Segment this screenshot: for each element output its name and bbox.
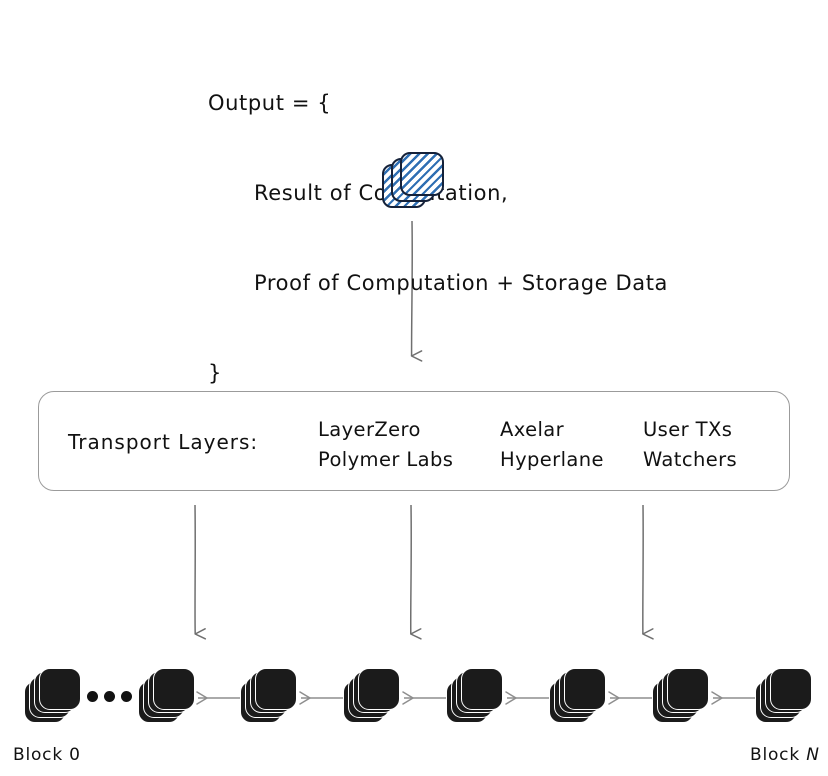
block-layer xyxy=(667,668,709,710)
block-stack-5 xyxy=(549,668,606,724)
ellipsis-dot xyxy=(121,691,132,702)
block-stack-7 xyxy=(755,668,812,724)
block-stack-3 xyxy=(343,668,400,724)
transport-column-3: User TXs Watchers xyxy=(643,415,737,475)
block-layer xyxy=(153,668,195,710)
ellipsis-dot xyxy=(104,691,115,702)
transport-item-user-txs: User TXs xyxy=(643,418,733,441)
transport-item-axelar: Axelar xyxy=(500,418,565,441)
block-layer xyxy=(255,668,297,710)
transport-layers-title: Transport Layers: xyxy=(68,430,259,454)
hatched-block-front xyxy=(400,152,444,196)
block-stack-1 xyxy=(138,668,195,724)
transport-item-hyperlane: Hyperlane xyxy=(500,448,604,471)
transport-column-1: LayerZero Polymer Labs xyxy=(318,415,453,475)
transport-item-watchers: Watchers xyxy=(643,448,738,471)
block-layer xyxy=(39,668,81,710)
transport-layers-box xyxy=(38,391,790,491)
block-stack-4 xyxy=(446,668,503,724)
output-spec-line-4: } xyxy=(208,361,222,385)
ellipsis-dot xyxy=(87,691,98,702)
label-block-end-index: N xyxy=(806,745,820,765)
output-specification: Output = { Result of Computation, Proof … xyxy=(208,28,668,418)
block-layer xyxy=(770,668,812,710)
transport-item-layerzero: LayerZero xyxy=(318,418,421,441)
arrow-to-chain-center xyxy=(409,504,422,640)
block-stack-0 xyxy=(24,668,81,724)
hatched-block-stack-icon xyxy=(382,152,448,210)
transport-item-polymer-labs: Polymer Labs xyxy=(318,448,454,471)
output-spec-line-1: Output = { xyxy=(208,91,332,115)
block-layer xyxy=(564,668,606,710)
label-block-start: Block 0 xyxy=(13,745,81,765)
block-stack-6 xyxy=(652,668,709,724)
transport-column-2: Axelar Hyperlane xyxy=(500,415,604,475)
block-stack-2 xyxy=(240,668,297,724)
arrow-down-main xyxy=(410,220,423,362)
output-spec-line-3: Proof of Computation + Storage Data xyxy=(254,271,669,295)
chain-ellipsis xyxy=(87,691,133,705)
block-layer xyxy=(358,668,400,710)
label-block-end-prefix: Block xyxy=(750,745,807,765)
label-block-end: Block N xyxy=(750,745,820,765)
block-layer xyxy=(461,668,503,710)
